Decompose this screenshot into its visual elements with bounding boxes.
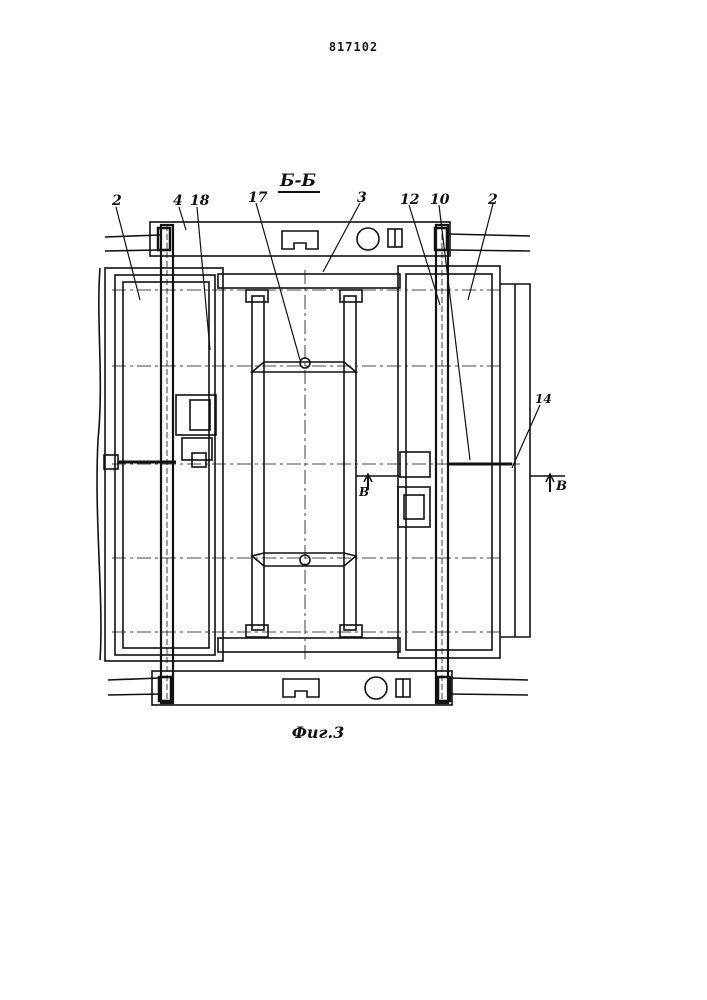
- right-frame: [398, 266, 530, 658]
- callout-10: 10: [430, 192, 450, 208]
- cross-members: [218, 274, 400, 652]
- callout-12: 12: [400, 192, 420, 208]
- top-rail: [105, 222, 530, 256]
- bottom-rail: [108, 671, 528, 705]
- callout-2-left: 2: [111, 193, 122, 209]
- leader-lines: [116, 203, 540, 468]
- section-mark-left: В: [358, 485, 369, 499]
- callout-17: 17: [248, 190, 268, 206]
- section-mark-right: В: [555, 479, 567, 494]
- figure-caption: Фиг.3: [292, 723, 345, 742]
- section-title: Б-Б: [279, 171, 317, 191]
- callout-2-right: 2: [487, 192, 498, 208]
- callout-14: 14: [535, 392, 552, 406]
- inner-carriage: [246, 290, 362, 637]
- callout-4: 4: [173, 193, 183, 209]
- callout-18: 18: [190, 193, 210, 209]
- right-drive-unit: [398, 452, 512, 527]
- callout-3: 3: [357, 190, 367, 206]
